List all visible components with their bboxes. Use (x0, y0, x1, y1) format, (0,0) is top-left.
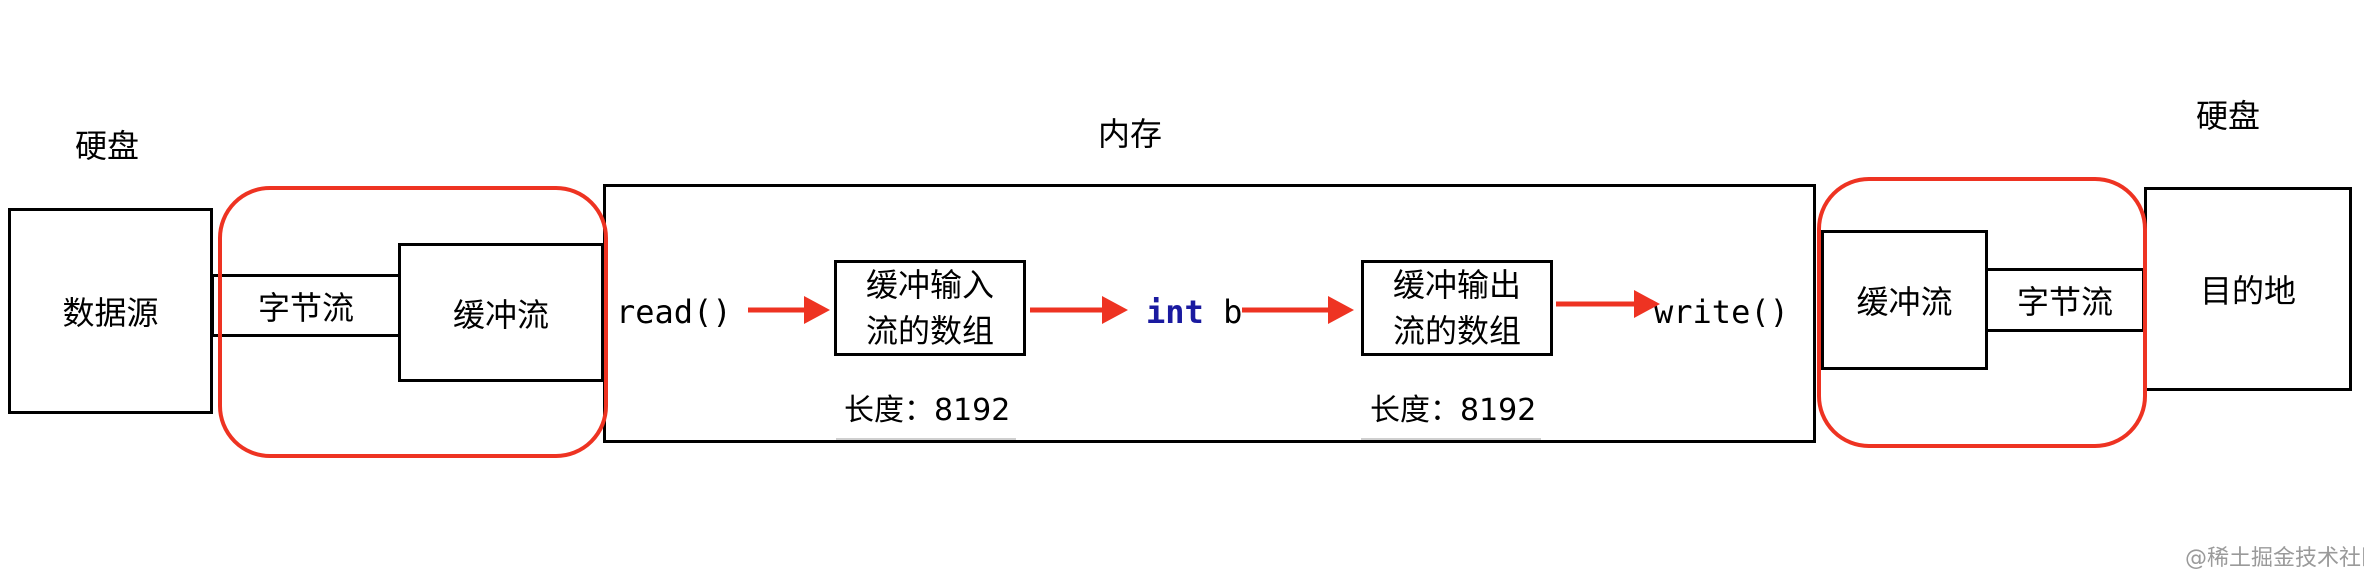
write-call: write() (1654, 293, 1789, 331)
watermark: @稀土掘金技术社区 (2185, 546, 2364, 571)
left-buffer-stream-box: 缓冲流 (398, 243, 604, 382)
destination-label: 目的地 (2199, 272, 2296, 310)
read-call: read() (616, 293, 732, 331)
arrow-int-to-output (1242, 296, 1354, 324)
output-array-box: 缓冲输出 流的数组 (1361, 260, 1553, 356)
left-byte-stream-box: 字节流 (211, 274, 401, 337)
data-source-box: 数据源 (8, 208, 213, 414)
right-buffer-stream-box: 缓冲流 (1821, 230, 1988, 370)
input-array-line2: 流的数组 (865, 312, 994, 350)
arrow-output-to-write (1556, 290, 1660, 318)
disk-label-right: 硬盘 (2196, 97, 2261, 135)
input-array-line1: 缓冲输入 (865, 266, 994, 304)
left-byte-stream-label: 字节流 (257, 288, 354, 327)
input-length-underline (836, 438, 1016, 440)
right-byte-stream-label: 字节流 (2016, 283, 2113, 321)
left-buffer-highlight (218, 186, 608, 458)
memory-box (603, 184, 1816, 443)
output-length-underline (1361, 438, 1541, 440)
arrow-read-to-input (748, 296, 830, 324)
input-length-label: 长度：8192 (844, 393, 1011, 428)
arrow-input-to-int (1030, 296, 1128, 324)
output-array-line1: 缓冲输出 (1392, 266, 1521, 304)
right-buffer-highlight (1817, 177, 2147, 448)
output-array-line2: 流的数组 (1392, 312, 1521, 350)
int-variable: b (1203, 293, 1243, 331)
input-array-box: 缓冲输入 流的数组 (834, 260, 1026, 356)
data-source-label: 数据源 (62, 294, 159, 332)
memory-label: 内存 (1098, 115, 1163, 153)
output-length-label: 长度：8192 (1370, 393, 1537, 428)
right-buffer-stream-label: 缓冲流 (1856, 283, 1953, 321)
int-keyword: int (1146, 293, 1204, 331)
destination-box: 目的地 (2144, 187, 2352, 391)
right-byte-stream-box: 字节流 (1985, 268, 2145, 332)
int-b-expression: int b (1146, 293, 1242, 331)
disk-label-left: 硬盘 (75, 127, 140, 165)
left-buffer-stream-label: 缓冲流 (452, 295, 549, 334)
